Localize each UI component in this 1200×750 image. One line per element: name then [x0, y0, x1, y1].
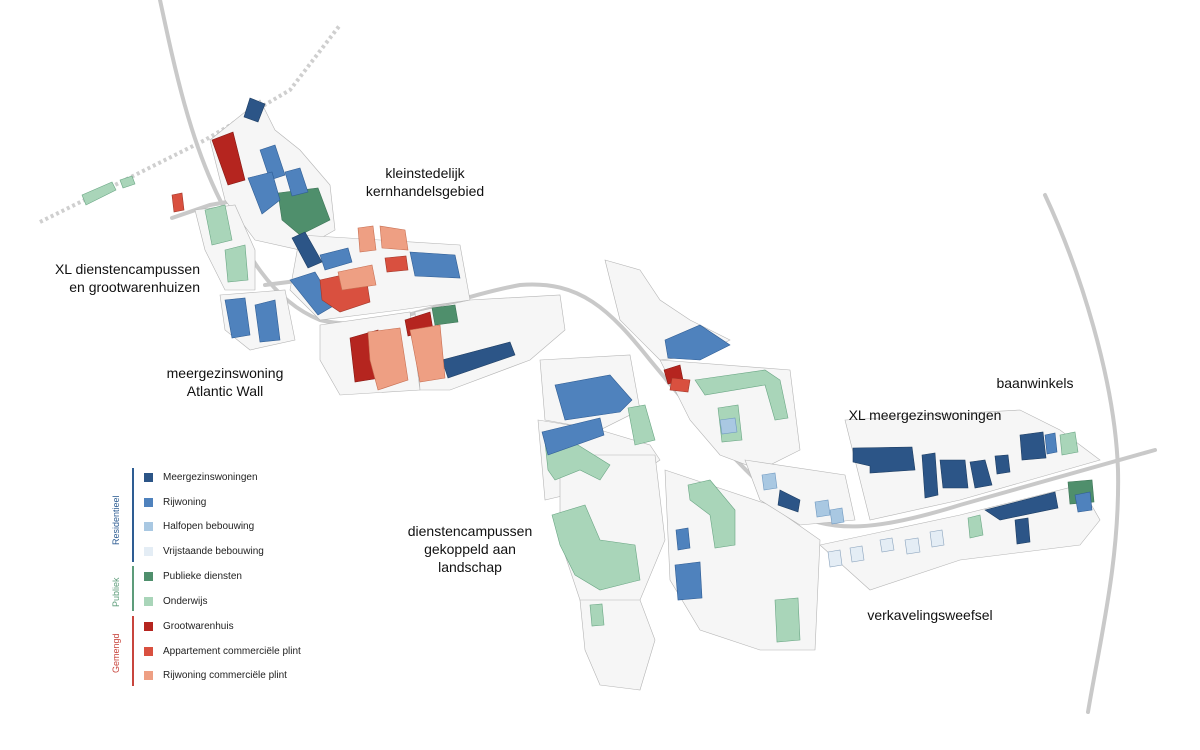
swatch-appartement-plint [144, 646, 153, 656]
swatch-onderwijs [144, 596, 153, 606]
swatch-grootwarenhuis [144, 621, 153, 631]
swatch-halfopen [144, 521, 153, 531]
vrijstaande-buildings [827, 529, 945, 568]
legend-item-onderwijs: Onderwijs [144, 594, 207, 608]
rijwoning-buildings [224, 144, 1093, 601]
legend-item-vrijstaande: Vrijstaande bebouwing [144, 544, 264, 558]
legend-item-meergezinswoningen: Meergezinswoningen [144, 470, 258, 484]
legend-item-rijwoning-plint: Rijwoning commerciële plint [144, 668, 287, 682]
legend-group-bar-residentieel [132, 468, 134, 562]
label-kern-line2: kernhandelsgebied [365, 183, 485, 199]
legend-item-appartement-plint: Appartement commerciële plint [144, 644, 301, 658]
label-landschap-line2: gekoppeld aan landschap [424, 541, 516, 575]
rijwoning-plint-buildings [337, 225, 446, 391]
appartement-plint-buildings [171, 192, 691, 393]
label-kern-line1: kleinstedelijk [385, 165, 465, 181]
legend-label: Meergezinswoningen [163, 471, 258, 483]
swatch-publieke-diensten [144, 571, 153, 581]
label-meergezinswoning-atlantic-wall: meergezinswoning Atlantic Wall [150, 364, 300, 400]
legend-group-gemengd: Gemengd [111, 633, 121, 673]
publieke-diensten-buildings [277, 187, 1095, 505]
label-baanwinkels: baanwinkels [996, 375, 1074, 391]
label-verkavelingsweefsel: verkavelingsweefsel [867, 607, 993, 623]
legend-group-publiek: Publiek [111, 577, 121, 607]
legend-item-publieke-diensten: Publieke diensten [144, 569, 242, 583]
meergezinswoningen-buildings [243, 97, 1059, 545]
legend-label: Rijwoning [163, 496, 207, 508]
swatch-vrijstaande [144, 546, 153, 556]
swatch-rijwoning [144, 497, 153, 507]
legend-label: Publieke diensten [163, 570, 242, 582]
legend-label: Rijwoning commerciële plint [163, 669, 287, 681]
label-xl-diensten-line2: en grootwarenhuizen [69, 279, 200, 295]
label-xl-dienstencampussen: XL dienstencampussen en grootwarenhuizen [20, 260, 200, 296]
label-aw-line1: meergezinswoning [166, 365, 284, 381]
legend-item-halfopen: Halfopen bebouwing [144, 519, 254, 533]
legend-label: Appartement commerciële plint [163, 645, 301, 657]
legend-item-rijwoning: Rijwoning [144, 495, 206, 509]
legend-item-grootwarenhuis: Grootwarenhuis [144, 619, 234, 633]
legend-label: Vrijstaande bebouwing [163, 545, 264, 557]
legend-group-bar-gemengd [132, 616, 134, 686]
label-kernhandelsgebied: kleinstedelijk kernhandelsgebied [355, 164, 495, 200]
label-aw-line2: Atlantic Wall [186, 383, 264, 399]
swatch-meergezinswoningen [144, 472, 153, 482]
label-xl-meergezinswoningen: XL meergezinswoningen [848, 407, 1002, 423]
legend-label: Onderwijs [163, 595, 208, 607]
label-landschap-line1: dienstencampussen [407, 523, 533, 539]
legend-group-residentieel: Residentieel [111, 495, 121, 545]
legend: Residentieel Meergezinswoningen Rijwonin… [111, 466, 372, 696]
swatch-rijwoning-plint [144, 670, 153, 680]
legend-label: Grootwarenhuis [163, 620, 234, 632]
onderwijs-buildings [81, 175, 1079, 643]
label-dienstencampussen-landschap: dienstencampussen gekoppeld aan landscha… [395, 522, 545, 576]
label-xl-diensten-line1: XL dienstencampussen [54, 261, 200, 277]
legend-label: Halfopen bebouwing [163, 520, 255, 532]
halfopen-buildings [719, 417, 845, 525]
legend-group-bar-publiek [132, 566, 134, 611]
